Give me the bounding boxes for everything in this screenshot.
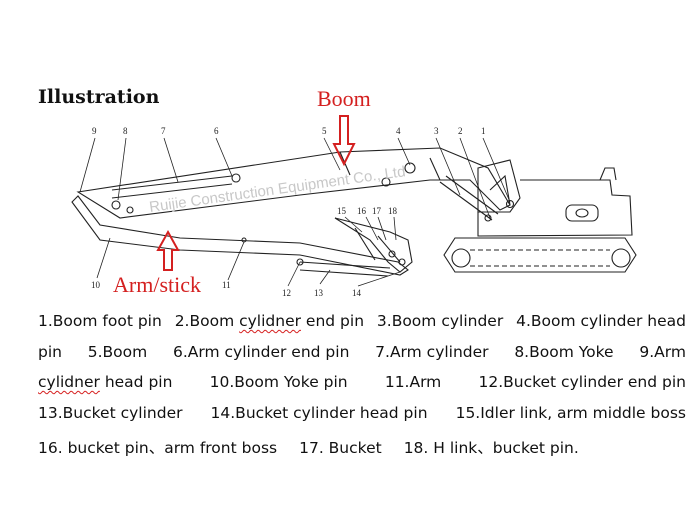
legend-item: 4.Boom cylinder head	[516, 312, 686, 330]
bucket	[334, 217, 413, 273]
legend-item: 18. H link、bucket pin.	[403, 439, 579, 457]
arm-arrow-icon	[156, 229, 180, 271]
bucket-cylinder	[296, 258, 391, 277]
part-number-9: 9	[92, 126, 97, 136]
legend-item: 15.Idler link, arm middle boss	[455, 403, 686, 422]
part-number-7: 7	[161, 126, 166, 136]
legend-item: cylidner head pin	[38, 373, 173, 391]
part-number-6: 6	[214, 126, 219, 136]
part-number-17: 17	[372, 206, 382, 216]
part-number-13: 13	[314, 288, 324, 298]
legend-item: 1.Boom foot pin	[38, 312, 162, 330]
legend-item: 3.Boom cylinder	[376, 312, 504, 330]
part-number-1: 1	[481, 126, 486, 136]
boom-callout: Boom	[317, 86, 371, 111]
part-number-18: 18	[388, 206, 398, 216]
boom	[76, 147, 515, 219]
legend-line: cylidner head pin 10.Boom Yoke pin 11.Ar…	[38, 367, 686, 398]
legend-line: 1.Boom foot pin 2.Boom cylidner end pin …	[38, 306, 686, 337]
legend-line: 13.Bucket cylinder 14.Bucket cylinder he…	[38, 398, 686, 429]
legend-item: 17. Bucket	[299, 439, 382, 457]
part-number-10: 10	[91, 280, 101, 290]
legend-item: 2.Boom cylidner end pin	[174, 312, 365, 330]
part-number-8: 8	[123, 126, 128, 136]
boom-arrow-icon	[332, 115, 356, 167]
legend-item: 11.Arm	[384, 373, 442, 391]
arm-callout: Arm/stick	[113, 272, 201, 297]
excavator-body	[443, 159, 637, 273]
boom-cylinder	[439, 175, 499, 222]
part-number-4: 4	[396, 126, 401, 136]
legend-item: pin	[38, 342, 62, 361]
legend-item: 10.Boom Yoke pin	[209, 373, 348, 391]
legend-item: 9.Arm	[639, 342, 686, 361]
part-number-2: 2	[458, 126, 463, 136]
legend-line: pin 5.Boom 6.Arm cylinder end pin 7.Arm …	[38, 337, 686, 368]
leader-lines	[79, 137, 511, 287]
part-number-12: 12	[282, 288, 291, 298]
legend-item: 13.Bucket cylinder	[38, 403, 183, 422]
legend-item: 16. bucket pin、arm front boss	[38, 439, 278, 457]
legend-line: 16. bucket pin、arm front boss 17. Bucket…	[38, 433, 686, 464]
legend-item: 7.Arm cylinder	[375, 342, 489, 361]
part-number-16: 16	[357, 206, 367, 216]
legend-item: 8.Boom Yoke	[514, 342, 614, 361]
parts-legend: 1.Boom foot pin 2.Boom cylidner end pin …	[38, 306, 686, 464]
legend-item: 14.Bucket cylinder head pin	[210, 403, 428, 422]
legend-item: 5.Boom	[87, 342, 148, 361]
part-number-14: 14	[352, 288, 362, 298]
page-title: Illustration	[38, 86, 160, 108]
legend-item: 6.Arm cylinder end pin	[172, 342, 350, 361]
part-number-11: 11	[222, 280, 231, 290]
part-number-15: 15	[337, 206, 347, 216]
part-number-5: 5	[322, 126, 327, 136]
arm-cylinder	[111, 173, 241, 199]
legend-item: 12.Bucket cylinder end pin	[478, 373, 686, 391]
part-number-3: 3	[434, 126, 439, 136]
